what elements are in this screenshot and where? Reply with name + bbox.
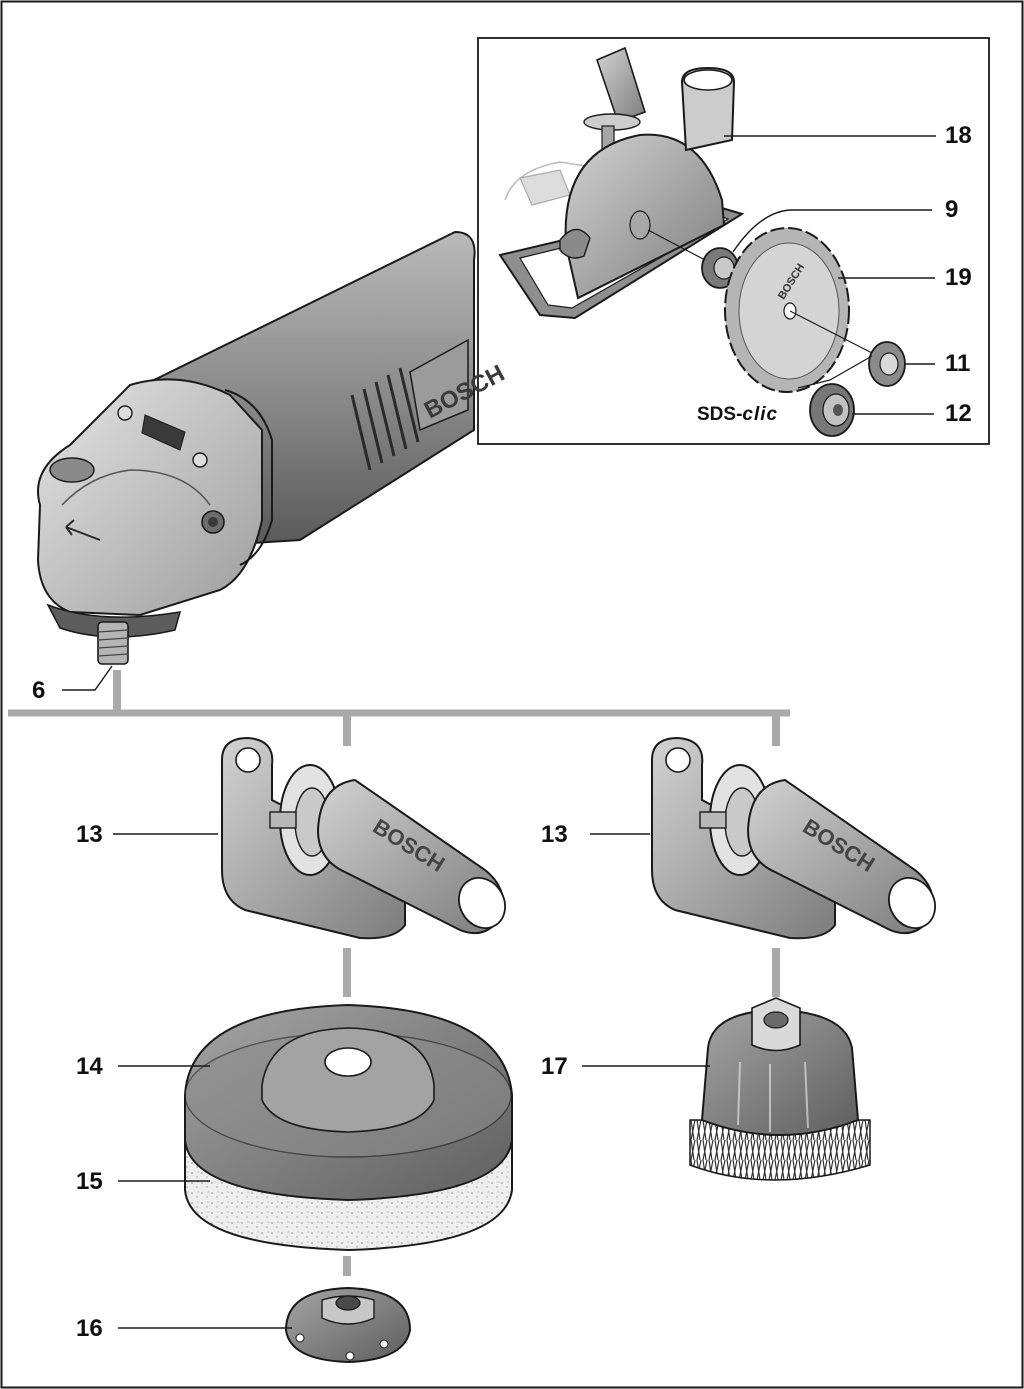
rotation-arrow-mark	[65, 519, 101, 541]
spindle-lock-button	[49, 457, 95, 483]
callout-13-right: 13	[541, 821, 568, 848]
callout-line-6	[62, 665, 113, 691]
callout-18: 18	[945, 122, 972, 149]
sds-clic-label: SDS-clic	[697, 404, 778, 426]
callout-16: 16	[76, 1315, 103, 1342]
connector-lines	[8, 670, 790, 1276]
callout-11: 11	[945, 350, 971, 377]
diamond-cutting-disc-19: BOSCH	[724, 227, 850, 393]
sds-clic-suffix: clic	[742, 404, 779, 425]
callout-line-9	[732, 209, 932, 253]
auxiliary-handle-left: BOSCH	[221, 736, 506, 940]
callout-14: 14	[76, 1053, 103, 1080]
auxiliary-handle-right: BOSCH	[651, 736, 936, 940]
clamping-nut-16	[284, 1286, 412, 1364]
cup-brush-17	[689, 997, 871, 1181]
sds-clic-prefix: SDS-	[697, 404, 743, 425]
cooling-slots	[350, 367, 420, 471]
callout-15: 15	[76, 1168, 103, 1195]
quick-clamping-nut-12	[797, 355, 873, 437]
cutting-guard-illustration	[498, 46, 745, 320]
callout-19: 19	[945, 264, 972, 291]
callout-12: 12	[945, 400, 972, 427]
callout-6: 6	[32, 677, 46, 704]
spindle	[97, 621, 129, 665]
backing-disc	[184, 1003, 513, 1202]
clamping-nut-11	[868, 341, 906, 387]
callout-13-left: 13	[76, 821, 103, 848]
head-collar	[224, 389, 273, 566]
brand-plate	[409, 338, 469, 432]
gear-head	[36, 378, 263, 617]
gearbox-base	[46, 603, 182, 638]
callout-9: 9	[945, 196, 959, 223]
angle-grinder-illustration: BOSCH	[36, 230, 509, 665]
callout-17: 17	[541, 1053, 568, 1080]
